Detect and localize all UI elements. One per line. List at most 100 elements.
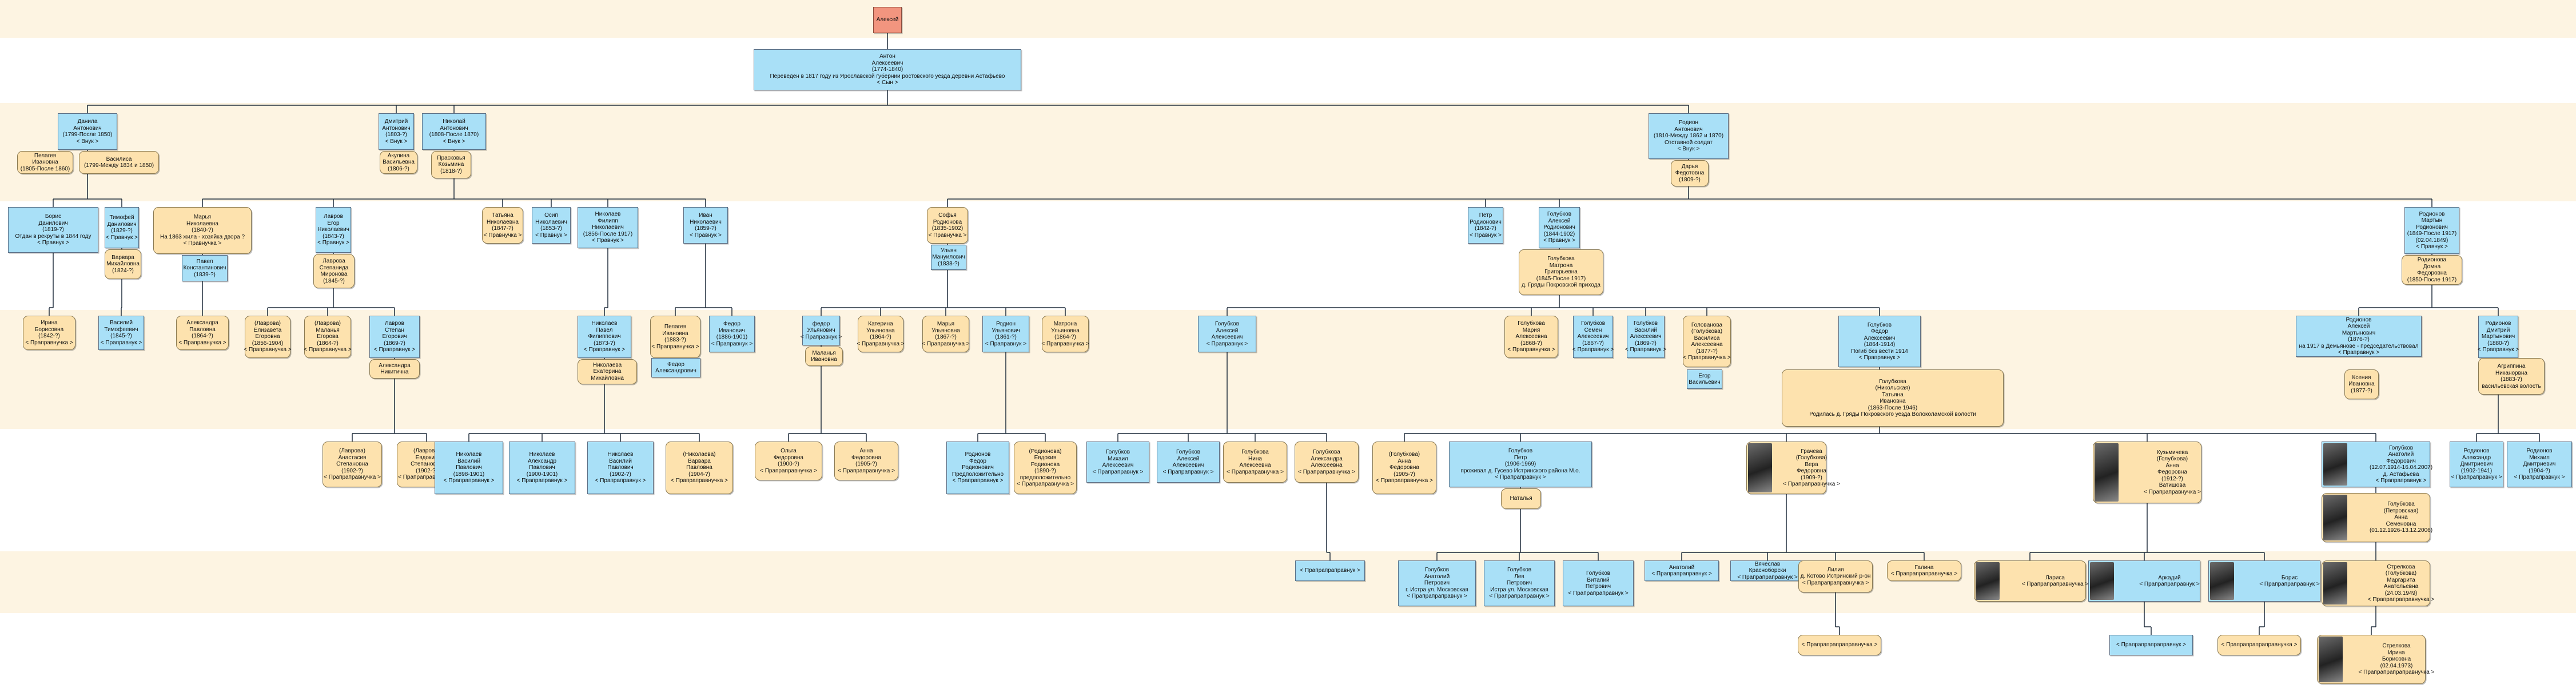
person-card-female[interactable]: Наталья [1501,488,1541,509]
person-card-root[interactable]: Алексей [873,7,902,33]
person-line: < Правнук > [106,234,138,241]
person-card-female[interactable]: Лариса< Прапрапраправнучка > [1974,560,2088,602]
person-card-female[interactable]: < Прапрапрапраправнучка > [1798,635,1881,655]
person-card-male[interactable]: Аркадий< Прапрапраправнук > [2088,560,2200,602]
person-card-male[interactable]: < Прапрапрапраправнук > [2109,635,2193,655]
person-line: (1890-?) [1034,468,1056,474]
person-line: (1867-?) [935,334,957,340]
person-card-female[interactable]: Галина< Прапрапраправнучка > [1887,560,1961,581]
person-card-male[interactable]: < Прапрапраправнук > [1295,560,1365,581]
person-card-male[interactable]: Борис< Прапрапраправнук > [2208,560,2320,602]
person-card-female[interactable]: < Прапрапрапраправнучка > [2217,635,2301,655]
person-card-male[interactable]: Анатолий< Прапрапраправнук > [1645,560,1719,581]
person-card-female[interactable]: Василиса(1799-Между 1834 и 1850) [79,151,159,174]
